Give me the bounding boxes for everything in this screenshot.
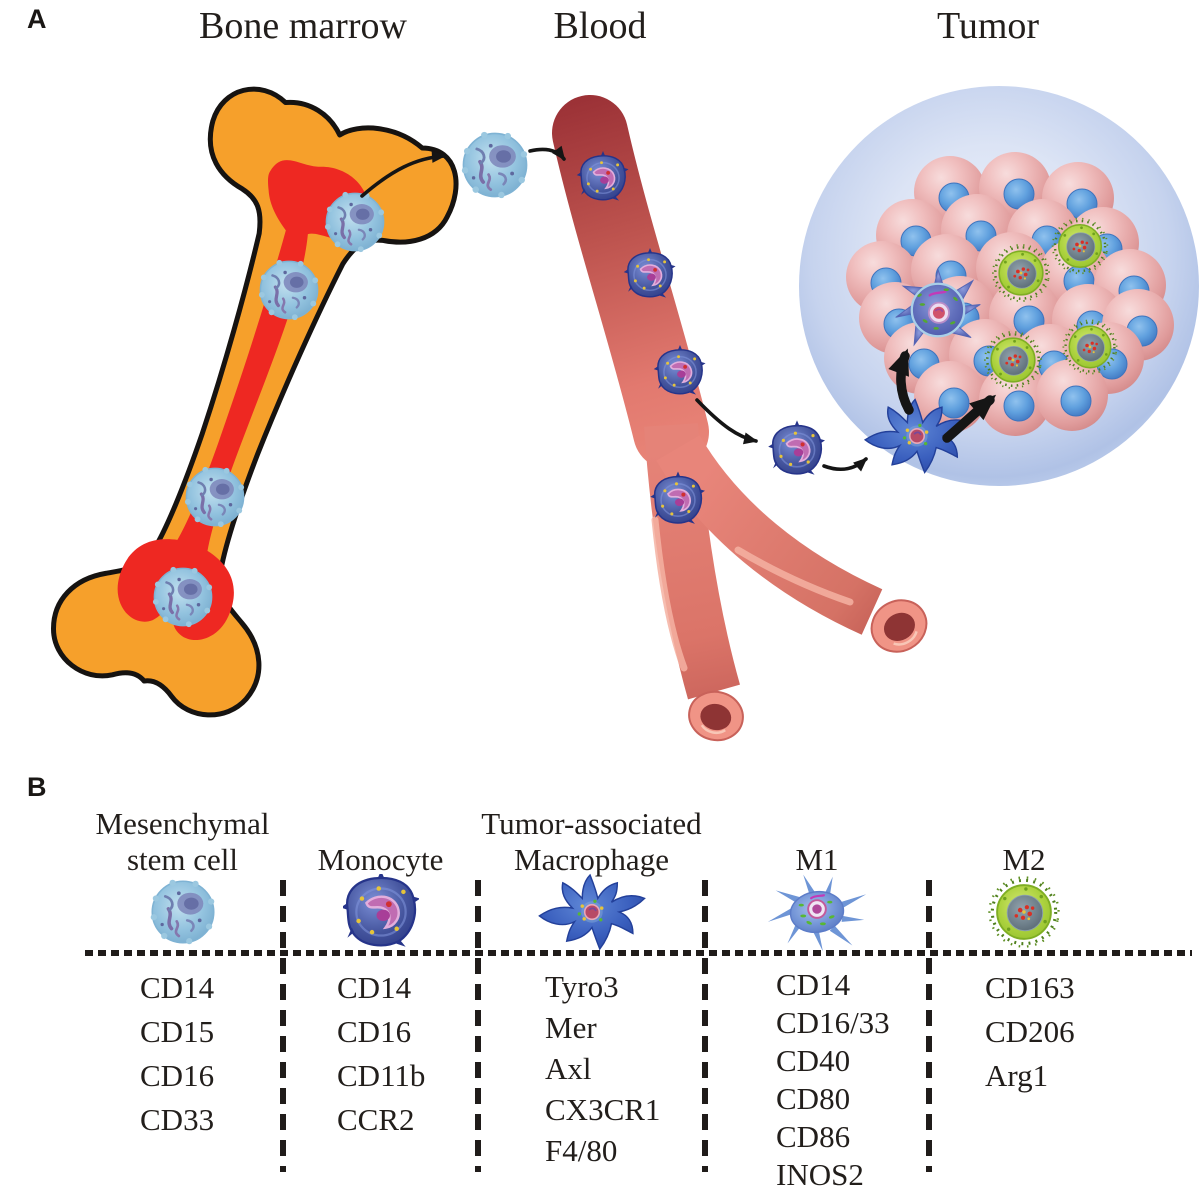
column-m2: M2 CD163 CD206 Arg1 [929, 770, 1119, 1186]
arrow-macrophage-to-m2 [942, 394, 997, 443]
arrow-msc-to-vessel [528, 145, 566, 161]
cell-illustration [85, 868, 280, 956]
marker: Mer [545, 1010, 597, 1045]
marker: CD16 [140, 1058, 215, 1093]
marker: CX3CR1 [545, 1092, 661, 1127]
marker: CD14 [337, 970, 412, 1005]
marker: CD16 [337, 1014, 412, 1049]
tumor-associated-macrophage-icon [538, 874, 645, 950]
marker: CD15 [140, 1014, 215, 1049]
column-mesenchymal-stem-cell: Mesenchymal stem cell CD14 CD15 CD16 CD3… [85, 770, 280, 1186]
marker: CD14 [140, 970, 215, 1005]
marker: CD16/33 [776, 1005, 890, 1040]
header-line: Tumor-associated [481, 806, 702, 841]
column-header: Mesenchymal stem cell [85, 782, 280, 878]
marker-list: Tyro3 Mer Axl CX3CR1 F4/80 [478, 966, 660, 1171]
monocyte-icon [342, 874, 419, 948]
msc-cell-migrating [460, 130, 529, 200]
column-header: Monocyte [283, 782, 478, 878]
marker: CD80 [776, 1081, 851, 1116]
marker: CD163 [985, 970, 1075, 1005]
column-separator [280, 880, 286, 1172]
arrow-monocyte-to-macrophage [822, 457, 868, 472]
column-header: M2 [929, 782, 1119, 878]
column-header: M1 [705, 782, 929, 878]
arrow-macrophage-to-tam [888, 348, 914, 415]
marker: CD14 [776, 967, 851, 1002]
header-line: M1 [795, 842, 839, 877]
header-line: Monocyte [317, 842, 444, 877]
m1-macrophage-icon [766, 873, 868, 953]
marker: F4/80 [545, 1133, 618, 1168]
marker: CCR2 [337, 1102, 415, 1137]
cell-illustration [705, 868, 929, 956]
bone-marrow-title: Bone marrow [199, 5, 407, 47]
blood-title: Blood [553, 5, 647, 47]
arrow-vessel-to-monocyte [695, 398, 758, 445]
marker: Tyro3 [545, 969, 619, 1004]
tumor-title: Tumor [936, 5, 1040, 47]
vessel-open-end-right [870, 599, 928, 653]
marker: CD33 [140, 1102, 215, 1137]
arrow-bone-to-msc [360, 150, 446, 198]
header-line: Macrophage [514, 842, 669, 877]
column-header: Tumor-associated Macrophage [478, 782, 705, 878]
column-separator [475, 880, 481, 1172]
header-line: stem cell [126, 842, 239, 877]
marker: CD206 [985, 1014, 1075, 1049]
marker-list: CD163 CD206 Arg1 [929, 966, 1075, 1098]
marker-table-divider [85, 950, 1192, 956]
marker-list: CD14 CD16 CD11b CCR2 [283, 966, 425, 1142]
tumor [799, 86, 1199, 486]
header-line: Mesenchymal [95, 806, 270, 841]
bone [51, 86, 459, 718]
panel-a-illustration [51, 86, 1199, 742]
marker-list: CD14 CD15 CD16 CD33 [85, 966, 214, 1142]
cell-illustration [478, 868, 705, 956]
vessel-open-end-left [688, 690, 744, 742]
marker: CD86 [776, 1119, 851, 1154]
marker: Arg1 [985, 1058, 1049, 1093]
column-m1: M1 CD14 CD16/33 CD40 CD80 CD86 INOS2 [705, 770, 929, 1186]
marker: CD11b [337, 1058, 426, 1093]
marker: INOS2 [776, 1157, 864, 1186]
column-tumor-associated-macrophage: Tumor-associated Macrophage Tyro3 Mer Ax… [478, 770, 705, 1186]
column-separator [926, 880, 932, 1172]
migration-arrows [360, 145, 997, 472]
bone-marrow-fill [117, 160, 369, 641]
column-monocyte: Monocyte CD14 CD16 CD11b CCR2 [283, 770, 478, 1186]
column-separator [702, 880, 708, 1172]
marker-list: CD14 CD16/33 CD40 CD80 CD86 INOS2 [705, 966, 890, 1186]
cell-illustration [283, 868, 478, 956]
monocyte-migrating [767, 419, 826, 476]
marker: Axl [545, 1051, 592, 1086]
panel-a-label: A [27, 4, 47, 34]
cell-illustration [929, 868, 1119, 956]
marker: CD40 [776, 1043, 851, 1078]
panel-b-label: B [27, 772, 47, 802]
header-line: M2 [1002, 842, 1046, 877]
mesenchymal-stem-cell-icon [148, 877, 216, 947]
m2-macrophage-icon [984, 872, 1064, 952]
